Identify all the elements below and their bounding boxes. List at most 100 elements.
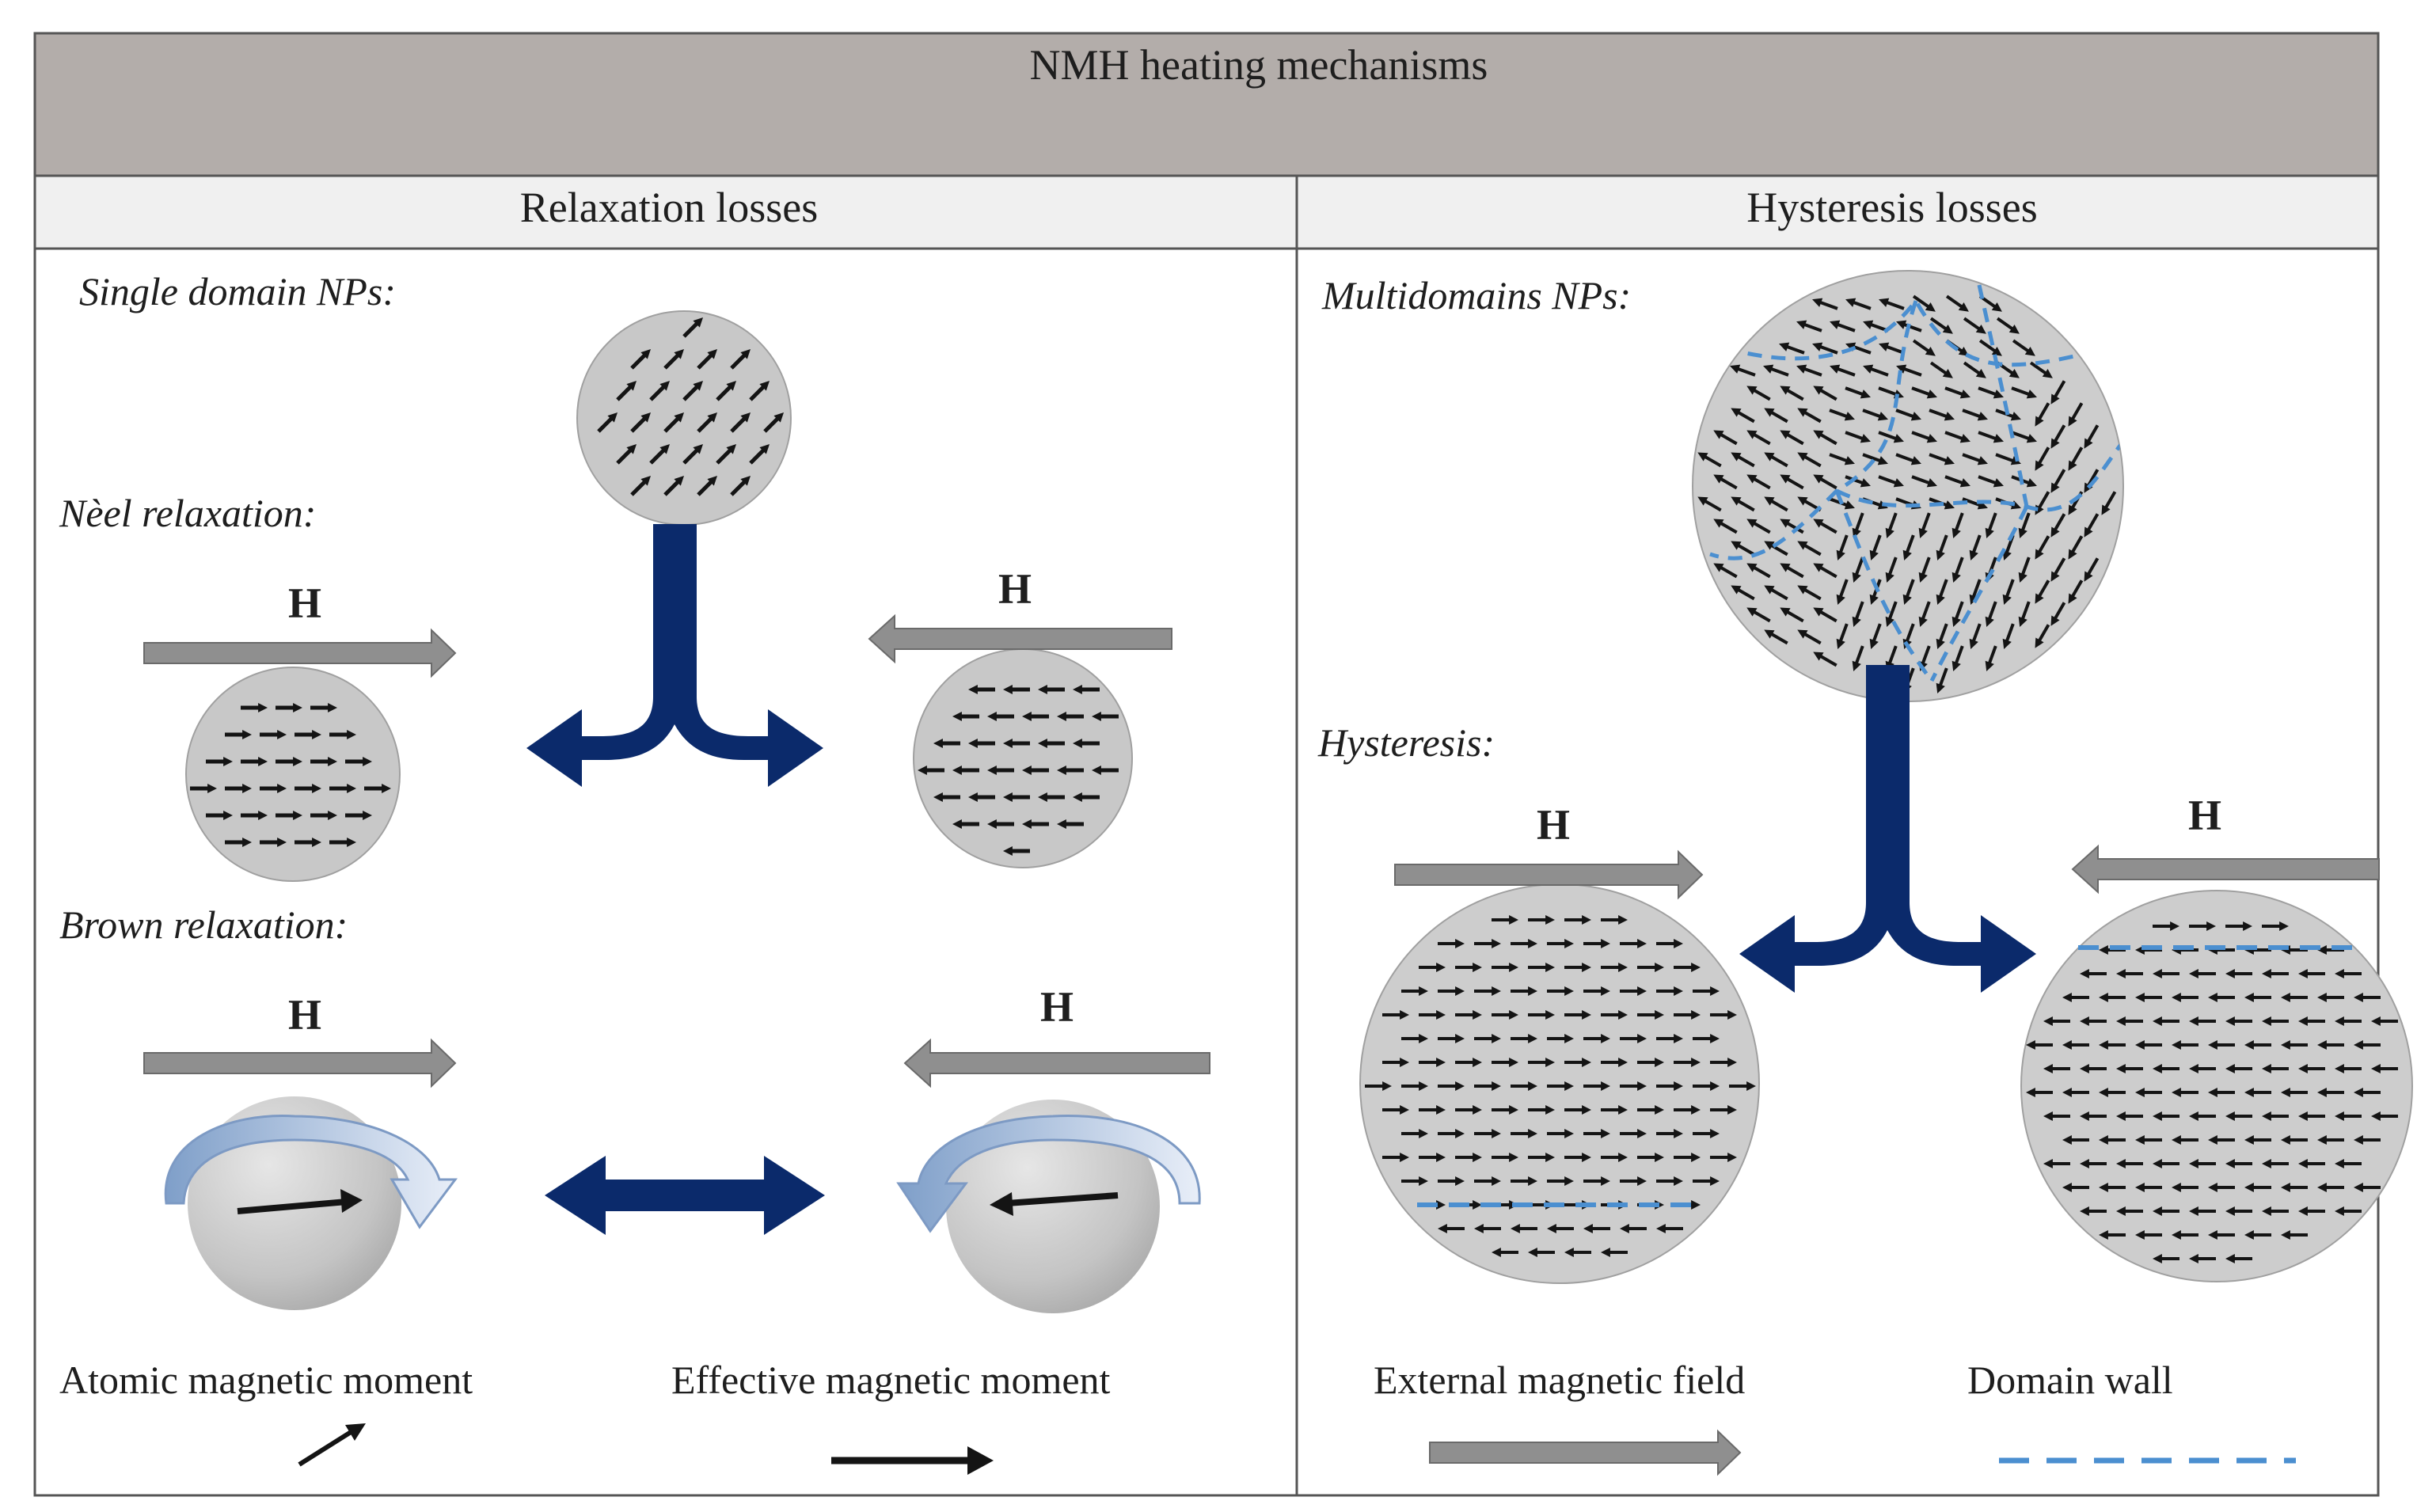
moment-arrowhead — [2002, 549, 2012, 560]
moment-arrowhead — [1582, 1010, 1591, 1020]
moment-arrowhead — [1731, 452, 1742, 462]
moment-arrowhead — [2026, 389, 2037, 399]
moment-arrowhead — [1473, 1058, 1482, 1067]
moment-arrowhead — [2298, 1159, 2308, 1168]
moment-arrowhead — [223, 811, 233, 820]
moment-arrowhead — [2189, 1111, 2198, 1121]
moment-arrowhead — [1830, 320, 1841, 329]
moment-arrowhead — [1528, 1248, 1537, 1257]
moment-arrow — [1887, 601, 1898, 621]
moment-arrowhead — [2225, 1016, 2235, 1026]
moment-arrowhead — [693, 317, 704, 328]
hysteresis-heading: Hysteresis losses — [1746, 184, 2037, 231]
moment-arrowhead — [2153, 1016, 2162, 1026]
moment-arrowhead — [1003, 739, 1013, 748]
moment-arrow — [630, 416, 648, 433]
moment-arrow — [1963, 361, 1982, 376]
moment-arrowhead — [2208, 1040, 2217, 1050]
moment-arrow — [1735, 454, 1755, 468]
moment-arrowhead — [2035, 416, 2044, 427]
moment-arrowhead — [1601, 1248, 1610, 1257]
moment-arrowhead — [1780, 386, 1791, 395]
moment-arrowhead — [2026, 1088, 2035, 1097]
moment-arrow — [2086, 513, 2100, 533]
moment-arrow — [1862, 453, 1883, 463]
moment-arrowhead — [1902, 549, 1912, 560]
moment-arrow — [1995, 408, 2016, 419]
moment-arrowhead — [1780, 430, 1791, 439]
moment-arrowhead — [2243, 921, 2252, 931]
moment-arrow — [1884, 344, 1905, 355]
moment-arrow — [749, 447, 766, 465]
moment-arrowhead — [1618, 1058, 1628, 1067]
moment-arrowhead — [1492, 1034, 1501, 1043]
moment-arrow — [1911, 475, 1932, 485]
moment-arrow — [1878, 431, 1898, 441]
moment-arrowhead — [1869, 638, 1879, 649]
moment-arrowhead — [347, 730, 356, 739]
moment-arrowhead — [1436, 1010, 1446, 1020]
moment-arrowhead — [1691, 1153, 1701, 1162]
moment-arrowhead — [2068, 593, 2077, 604]
moment-arrow — [1769, 587, 1788, 601]
moment-arrow — [1938, 623, 1948, 644]
moment-arrowhead — [258, 703, 268, 712]
moment-arrowhead — [328, 703, 337, 712]
moment-arrowhead — [1764, 452, 1775, 462]
moment-arrowhead — [2317, 1088, 2327, 1097]
moment-arrowhead — [1674, 1034, 1683, 1043]
moment-arrow — [1838, 579, 1849, 599]
moment-arrowhead — [1073, 792, 1082, 802]
moment-arrowhead — [726, 443, 737, 454]
section-bar — [33, 174, 2380, 250]
moment-arrowhead — [1436, 1105, 1446, 1115]
moment-arrow — [1818, 432, 1837, 446]
moment-arrowhead — [1893, 434, 1904, 443]
moment-arrowhead — [2225, 969, 2235, 978]
moment-arrowhead — [1879, 342, 1890, 351]
moment-arrow — [1911, 431, 1932, 441]
moment-arrow — [1829, 408, 1849, 419]
moment-arrowhead — [1455, 1176, 1465, 1186]
moment-arrowhead — [2208, 1135, 2217, 1145]
moment-arrowhead — [1812, 342, 1823, 351]
moment-arrow — [1838, 623, 1849, 644]
moment-arrowhead — [1691, 1200, 1701, 1210]
moment-arrow — [1718, 432, 1738, 446]
moment-arrowhead — [1959, 478, 1970, 488]
moment-arrowhead — [258, 757, 268, 766]
moment-arrowhead — [2189, 1254, 2198, 1263]
moment-arrowhead — [2099, 1183, 2108, 1192]
moment-arrowhead — [1879, 298, 1890, 307]
moment-arrowhead — [2062, 1040, 2072, 1050]
moment-arrowhead — [1746, 607, 1758, 617]
rotation-arrow-icon — [896, 1115, 1201, 1233]
moment-arrowhead — [1993, 478, 2004, 488]
moment-arrowhead — [659, 380, 671, 391]
moment-arrow — [2053, 469, 2066, 488]
neel-top-particle — [576, 310, 792, 526]
moment-arrowhead — [1764, 585, 1775, 595]
field-arrow-left — [2071, 844, 2380, 895]
moment-arrowhead — [1528, 1034, 1537, 1043]
moment-arrow — [1854, 645, 1864, 666]
moment-arrowhead — [1674, 1081, 1683, 1091]
moment-arrowhead — [1637, 1129, 1647, 1138]
moment-arrowhead — [363, 757, 372, 766]
moment-arrow — [2011, 431, 2031, 441]
neel-split-arrow — [526, 524, 823, 787]
moment-arrowhead — [1727, 1153, 1737, 1162]
moment-arrow — [1938, 579, 1948, 599]
moment-arrow — [1911, 386, 1932, 397]
moment-arrowhead — [1637, 939, 1647, 948]
moment-arrow — [1784, 344, 1805, 355]
moment-arrowhead — [1860, 478, 1871, 488]
moment-arrowhead — [1545, 1010, 1555, 1020]
moment-arrowhead — [2206, 921, 2216, 931]
moment-arrow — [616, 447, 633, 465]
moment-arrowhead — [2354, 1183, 2363, 1192]
moment-arrowhead — [2135, 993, 2145, 1002]
moment-arrow — [1995, 453, 2016, 463]
moment-arrowhead — [1877, 456, 1888, 465]
moment-arrowhead — [1944, 412, 1955, 421]
